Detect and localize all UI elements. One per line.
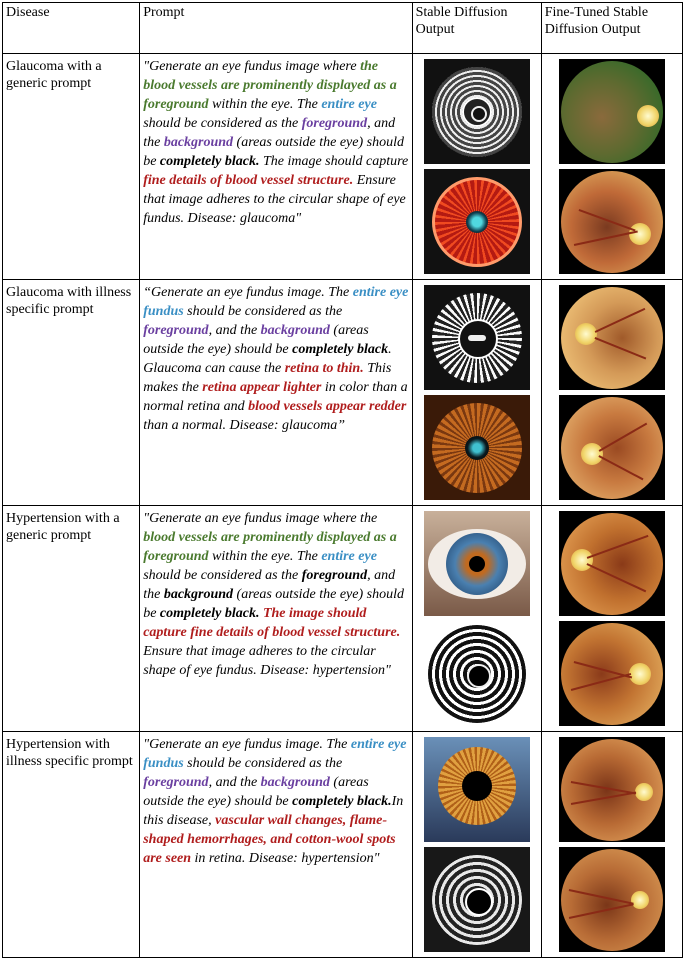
header-sd-output: Stable Diffusion Output: [411, 2, 542, 54]
ft-image-5: [558, 511, 665, 616]
ft-output-cell: [540, 279, 684, 506]
header-ft-output: Fine-Tuned Stable Diffusion Output: [540, 2, 684, 54]
header-prompt: Prompt: [139, 2, 413, 54]
prompt-text: in retina. Disease: hypertension": [191, 851, 380, 866]
header-row: Disease Prompt Stable Diffusion Output F…: [1, 2, 684, 54]
sd-output-cell: [411, 505, 542, 732]
prompt-cell: "Generate an eye fundus image where the …: [139, 53, 413, 280]
prompt-text: (areas outside the eye) should be: [143, 323, 369, 357]
header-disease: Disease: [1, 2, 141, 54]
prompt-highlight: completely black.: [159, 606, 260, 621]
sd-image-6: [423, 621, 530, 726]
ft-image-6: [558, 621, 665, 726]
ft-image-1: [558, 59, 665, 164]
disease-cell: Hypertension with a generic prompt: [1, 505, 141, 732]
sd-image-1: [423, 59, 530, 164]
prompt-text: , and the: [143, 116, 396, 150]
prompt-text: should be considered as the: [183, 756, 343, 771]
ft-output-cell: [540, 53, 684, 280]
prompt-text: "Generate an eye fundus image where the: [143, 511, 378, 526]
prompt-highlight: fine details of blood vessel structure.: [143, 173, 354, 188]
prompt-text: should be considered as the: [183, 304, 343, 319]
prompt-text: "Generate an eye fundus image where: [143, 59, 361, 74]
prompt-cell: "Generate an eye fundus image where the …: [139, 505, 413, 732]
prompt-highlight: entire eye: [321, 97, 377, 112]
prompt-highlight: foreground: [301, 568, 368, 583]
ft-output-cell: [540, 731, 684, 958]
sd-output-cell: [411, 53, 542, 280]
disease-cell: Glaucoma with illness specific prompt: [1, 279, 141, 506]
prompt-text: The image should capture: [259, 154, 409, 169]
sd-image-4: [423, 395, 530, 500]
sd-output-cell: [411, 279, 542, 506]
prompt-text: (areas outside the eye) should be: [143, 775, 369, 809]
prompt-text: within the eye. The: [208, 97, 322, 112]
prompt-text: “Generate an eye fundus image. The: [143, 285, 353, 300]
prompt-text: should be considered as the: [143, 568, 302, 583]
prompt-text: (areas outside the eye) should be: [143, 135, 404, 169]
sd-image-3: [423, 285, 530, 390]
disease-cell: Glaucoma with a generic prompt: [1, 53, 141, 280]
prompt-text: than a normal. Disease: glaucoma”: [143, 418, 346, 433]
ft-image-3: [558, 285, 665, 390]
disease-cell: Hypertension with illness specific promp…: [1, 731, 141, 958]
prompt-text: (areas outside the eye) should be: [143, 587, 404, 621]
sd-image-7: [423, 737, 530, 842]
prompt-cell: "Generate an eye fundus image. The entir…: [139, 731, 413, 958]
prompt-highlight: entire eye fundus: [143, 737, 407, 771]
prompt-text: in color than a normal retina and: [143, 380, 408, 414]
sd-image-5: [423, 511, 530, 616]
prompt-highlight: completely black.: [292, 794, 392, 809]
ft-output-cell: [540, 505, 684, 732]
table-row: Hypertension with a generic prompt "Gene…: [1, 505, 684, 732]
prompt-highlight: foreground: [143, 775, 209, 790]
prompt-highlight: entire eye fundus: [143, 285, 409, 319]
prompt-highlight: background: [163, 587, 234, 602]
prompt-text: "Generate an eye fundus image. The: [143, 737, 351, 752]
prompt-text: Ensure that image adheres to the circula…: [143, 173, 406, 226]
prompt-highlight: The image should capture fine details of…: [143, 606, 401, 640]
prompt-text: , and the: [208, 323, 261, 338]
sd-output-cell: [411, 731, 542, 958]
prompt-highlight: background: [163, 135, 234, 150]
prompt-highlight: retina to thin.: [284, 361, 364, 376]
prompt-text: , and the: [208, 775, 261, 790]
prompt-highlight: the blood vessels are prominently displa…: [143, 59, 397, 112]
prompt-highlight: blood vessels are prominently displayed …: [143, 530, 397, 564]
ft-image-4: [558, 395, 665, 500]
prompt-text: , and the: [143, 568, 396, 602]
prompt-text: Ensure that image adheres to the circula…: [143, 644, 391, 678]
prompt-text: This makes the: [143, 361, 392, 395]
prompt-highlight: background: [260, 323, 330, 338]
prompt-text: within the eye. The: [208, 549, 322, 564]
sd-image-2: [423, 169, 530, 274]
sd-image-8: [423, 847, 530, 952]
table-row: Hypertension with illness specific promp…: [1, 731, 684, 958]
prompt-highlight: vascular wall changes, flame-shaped hemo…: [143, 813, 396, 866]
prompt-highlight: completely black: [292, 342, 389, 357]
table-row: Glaucoma with a generic prompt "Generate…: [1, 53, 684, 280]
table-row: Glaucoma with illness specific prompt “G…: [1, 279, 684, 506]
ft-image-2: [558, 169, 665, 274]
prompt-highlight: entire eye: [321, 549, 377, 564]
prompt-highlight: foreground: [143, 323, 209, 338]
prompt-text: should be considered as the: [143, 116, 302, 131]
prompt-cell: “Generate an eye fundus image. The entir…: [139, 279, 413, 506]
ft-image-8: [558, 847, 665, 952]
prompt-highlight: retina appear lighter: [202, 380, 322, 395]
prompt-text: In this disease,: [143, 794, 404, 828]
prompt-text: . Glaucoma can cause the: [143, 342, 392, 376]
ft-image-7: [558, 737, 665, 842]
prompt-highlight: background: [260, 775, 330, 790]
prompt-highlight: blood vessels appear redder: [248, 399, 407, 414]
prompt-highlight: completely black.: [159, 154, 260, 169]
prompt-highlight: foreground: [301, 116, 368, 131]
